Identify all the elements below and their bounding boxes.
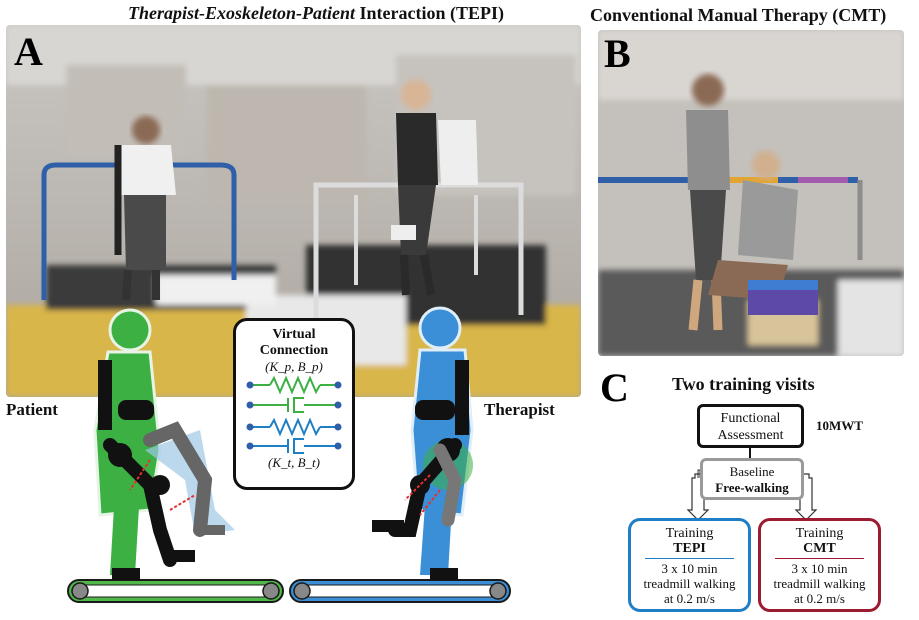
panel-a-title-rest: Interaction (TEPI): [355, 3, 504, 23]
cmt-d1: 3 x 10 min: [791, 561, 848, 576]
panel-a-photo-art: [6, 25, 581, 397]
baseline-line1: Baseline: [729, 464, 775, 479]
patient-label: Patient: [6, 400, 58, 419]
cmt-line2: CMT: [803, 541, 836, 556]
tepi-line2: TEPI: [673, 541, 706, 556]
panel-b-letter: B: [604, 31, 631, 76]
virtual-line1: Virtual: [272, 327, 316, 342]
virtual-connection-box: Virtual Connection (K_p, B_p): [233, 318, 355, 490]
cmt-line1: Training: [795, 526, 844, 541]
therapist-figure: [372, 306, 474, 580]
spring-damper-icons: [246, 375, 342, 454]
panel-a-title-italic: Therapist-Exoskeleton-Patient: [128, 3, 355, 23]
arrow-to-tepi: [686, 473, 710, 521]
patient-params: (K_p, B_p): [265, 359, 323, 374]
cmt-divider: [775, 558, 864, 559]
tepi-line1: Training: [665, 526, 714, 541]
assessment-side-label: 10MWT: [816, 418, 863, 433]
panel-a-photo: [6, 25, 581, 397]
arrow-to-cmt: [794, 473, 818, 521]
panel-c-letter: C: [600, 365, 629, 410]
assessment-box: Functional Assessment: [697, 404, 804, 448]
assessment-line1: Functional: [720, 411, 781, 426]
panel-c-title: Two training visits: [672, 374, 815, 394]
baseline-line2: Free-walking: [715, 480, 789, 495]
patient-figure: [93, 308, 235, 580]
baseline-box: Baseline Free-walking: [700, 458, 804, 500]
therapist-spring-icon: [246, 417, 342, 437]
virtual-line2: Connection: [259, 343, 329, 358]
panel-a-letter: A: [14, 29, 43, 74]
patient-damper-icon: [246, 397, 342, 413]
assessment-line2: Assessment: [717, 428, 784, 443]
tepi-d1: 3 x 10 min: [661, 561, 718, 576]
tepi-d3: at 0.2 m/s: [664, 591, 715, 606]
therapist-damper-icon: [246, 438, 342, 454]
panel-b-title: Conventional Manual Therapy (CMT): [590, 5, 887, 25]
cmt-d3: at 0.2 m/s: [794, 591, 845, 606]
panel-a-title: Therapist-Exoskeleton-Patient Interactio…: [128, 3, 504, 24]
tepi-illustration: [67, 306, 511, 603]
patient-spring-icon: [246, 375, 342, 395]
cmt-training-box: Training CMT 3 x 10 min treadmill walkin…: [758, 518, 881, 612]
tepi-d2: treadmill walking: [643, 576, 736, 591]
cmt-d2: treadmill walking: [773, 576, 866, 591]
therapist-params: (K_t, B_t): [268, 455, 320, 470]
tepi-training-box: Training TEPI 3 x 10 min treadmill walki…: [628, 518, 751, 612]
therapist-label: Therapist: [484, 400, 555, 419]
tepi-divider: [645, 558, 734, 559]
panel-b-photo-art: [598, 30, 904, 356]
panel-b-photo: [598, 30, 904, 356]
